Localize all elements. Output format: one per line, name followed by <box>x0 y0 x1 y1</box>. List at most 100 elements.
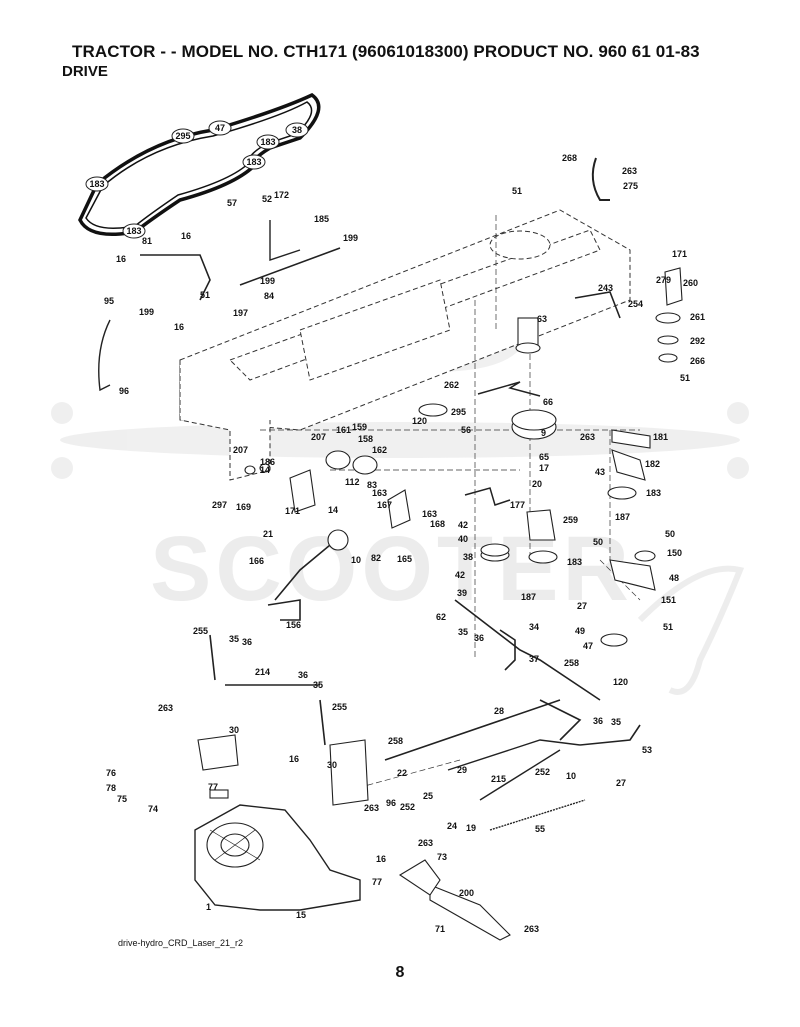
callout-number: 171 <box>672 249 687 259</box>
callout-number: 183 <box>646 488 661 498</box>
callout-number: 35 <box>313 680 323 690</box>
callout-number: 186 <box>260 457 275 467</box>
callout-number: 183 <box>567 557 582 567</box>
callout-number: 42 <box>455 570 465 580</box>
callout-number: 185 <box>314 214 329 224</box>
callout-number: 84 <box>264 291 274 301</box>
callout-number: 292 <box>690 336 705 346</box>
callout-number: 62 <box>436 612 446 622</box>
belt-pulley-label: 183 <box>89 179 104 189</box>
callout-number: 35 <box>458 627 468 637</box>
callout-number: 77 <box>208 782 218 792</box>
callout-number: 252 <box>400 802 415 812</box>
callout-number: 95 <box>104 296 114 306</box>
callout-number: 36 <box>474 633 484 643</box>
callout-number: 150 <box>667 548 682 558</box>
callout-number: 30 <box>229 725 239 735</box>
callout-number: 21 <box>263 529 273 539</box>
callout-number: 96 <box>386 798 396 808</box>
callout-number: 36 <box>242 637 252 647</box>
callout-number: 200 <box>459 888 474 898</box>
callout-number: 42 <box>458 520 468 530</box>
callout-number: 258 <box>564 658 579 668</box>
callout-number: 199 <box>343 233 358 243</box>
callout-number: 27 <box>616 778 626 788</box>
callout-number: 25 <box>423 791 433 801</box>
callout-number: 10 <box>566 771 576 781</box>
callout-number: 120 <box>613 677 628 687</box>
transaxle <box>194 734 369 911</box>
callout-number: 14 <box>260 465 270 475</box>
callout-number: 252 <box>535 767 550 777</box>
callout-number: 37 <box>529 654 539 664</box>
callout-number: 50 <box>665 529 675 539</box>
callout-number: 51 <box>663 622 673 632</box>
callout-number: 207 <box>233 445 248 455</box>
callout-number: 74 <box>148 804 158 814</box>
callout-number: 22 <box>397 768 407 778</box>
callout-number: 263 <box>622 166 637 176</box>
callout-number: 177 <box>510 500 525 510</box>
belt-pulley-label: 47 <box>215 123 225 133</box>
callout-number: 81 <box>142 236 152 246</box>
callout-number: 17 <box>539 463 549 473</box>
callout-number: 215 <box>491 774 506 784</box>
callout-number: 16 <box>174 322 184 332</box>
callout-number: 207 <box>311 432 326 442</box>
callout-number: 151 <box>661 595 676 605</box>
callout-number: 71 <box>435 924 445 934</box>
callout-number: 35 <box>611 717 621 727</box>
callout-number: 258 <box>388 736 403 746</box>
callout-number: 63 <box>537 314 547 324</box>
callout-number: 29 <box>457 765 467 775</box>
callout-number: 112 <box>345 477 360 487</box>
callout-number: 53 <box>642 745 652 755</box>
callout-number: 51 <box>512 186 522 196</box>
watermark-text: SCOOTER <box>150 518 633 620</box>
belt-pulley-label: 295 <box>175 131 190 141</box>
callout-number: 83 <box>367 480 377 490</box>
belt-pulley <box>85 176 109 192</box>
callout-number: 266 <box>690 356 705 366</box>
callout-number: 36 <box>593 716 603 726</box>
callout-number: 263 <box>580 432 595 442</box>
belt-pulley-label: 183 <box>126 226 141 236</box>
callout-number: 181 <box>653 432 668 442</box>
callout-number: 263 <box>524 924 539 934</box>
callout-number: 96 <box>119 386 129 396</box>
callout-number: 52 <box>262 194 272 204</box>
callout-number: 78 <box>106 783 116 793</box>
callout-number: 263 <box>418 838 433 848</box>
callout-number: 10 <box>351 555 361 565</box>
callout-number: 167 <box>377 500 392 510</box>
callout-number: 27 <box>577 601 587 611</box>
callout-number: 55 <box>535 824 545 834</box>
callout-number: 199 <box>139 307 154 317</box>
page-title: TRACTOR - - MODEL NO. CTH171 (9606101830… <box>72 42 700 61</box>
callout-number: 1 <box>206 902 211 912</box>
callout-number: 262 <box>444 380 459 390</box>
callout-number: 168 <box>430 519 445 529</box>
callout-number: 199 <box>260 276 275 286</box>
callout-number: 16 <box>376 854 386 864</box>
callout-number: 9 <box>541 428 546 438</box>
callout-number: 263 <box>364 803 379 813</box>
section-title: DRIVE <box>62 63 108 80</box>
callout-number: 35 <box>229 634 239 644</box>
callout-number: 268 <box>562 153 577 163</box>
callout-number: 156 <box>286 620 301 630</box>
callout-number: 255 <box>193 626 208 636</box>
callout-number: 263 <box>158 703 173 713</box>
drawing-id: drive-hydro_CRD_Laser_21_r2 <box>118 938 244 948</box>
callout-number: 39 <box>457 588 467 598</box>
callout-number: 56 <box>461 425 471 435</box>
callout-number: 65 <box>539 452 549 462</box>
callout-number: 48 <box>669 573 679 583</box>
tractor-frame <box>179 209 631 481</box>
callout-number: 16 <box>181 231 191 241</box>
callout-number: 47 <box>583 641 593 651</box>
callout-number: 297 <box>212 500 227 510</box>
callout-number: 172 <box>274 190 289 200</box>
